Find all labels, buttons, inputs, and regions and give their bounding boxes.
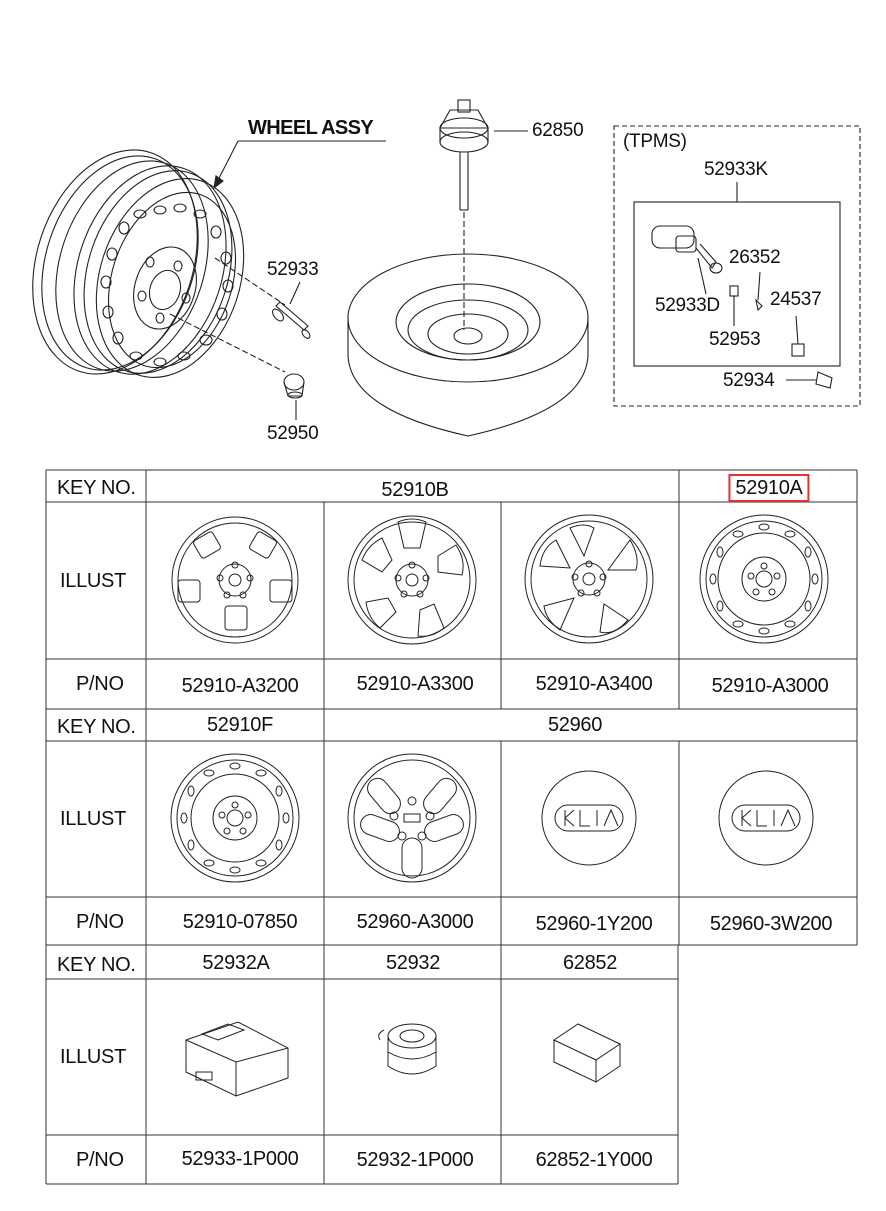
compressor-illust [378, 1023, 437, 1075]
block-62852-illust [552, 1023, 622, 1083]
section2-key-52960[interactable]: 52960 [547, 714, 603, 736]
steel-wheel-drawing [32, 149, 245, 378]
section1-illust-label: ILLUST [60, 570, 127, 592]
callout-26352[interactable]: 26352 [729, 247, 781, 268]
callout-24537[interactable]: 24537 [770, 289, 822, 310]
section2-key-52910f[interactable]: 52910F [206, 714, 274, 736]
tpms-kit-box [633, 201, 841, 367]
nut-24537-drawing [791, 343, 805, 357]
part-52910-a3400[interactable]: 52910-A3400 [535, 673, 653, 695]
tire-mobility-kit-illust [185, 1021, 289, 1097]
tpms-sensor-drawing [651, 225, 723, 295]
wheel-assembly-diagram [32, 99, 861, 437]
kia-emblem-1y200-illust [541, 770, 637, 866]
valve-core-drawing [729, 285, 739, 297]
callout-62850[interactable]: 62850 [532, 120, 584, 141]
steel-wheel-07850-illust [170, 753, 300, 883]
wheel-assy-title: WHEEL ASSY [248, 117, 374, 139]
valve-stem-drawing [272, 301, 311, 339]
part-52932-1p000[interactable]: 52932-1P000 [356, 1149, 474, 1171]
kia-emblem-3w200-illust [718, 770, 814, 866]
section3-key-52932[interactable]: 52932 [385, 952, 441, 974]
callout-52950[interactable]: 52950 [267, 423, 319, 444]
spare-tire-drawing [347, 253, 589, 437]
section1-key-52910a-highlighted[interactable]: 52910A [728, 474, 810, 502]
section2-key-label: KEY NO. [57, 716, 136, 738]
section3-pno-label: P/NO [76, 1149, 124, 1171]
part-52910-a3200[interactable]: 52910-A3200 [181, 675, 299, 697]
section3-illust-label: ILLUST [60, 1046, 127, 1068]
hold-down-bolt-drawing [439, 99, 489, 211]
part-52960-a3000[interactable]: 52960-A3000 [356, 911, 474, 933]
part-52960-3w200[interactable]: 52960-3W200 [709, 913, 833, 935]
section2-pno-label: P/NO [76, 911, 124, 933]
alloy-wheel-a3300-illust [347, 515, 477, 645]
section1-key-label: KEY NO. [57, 477, 136, 499]
section1-key-52910b[interactable]: 52910B [381, 479, 449, 501]
callout-52933k[interactable]: 52933K [704, 159, 768, 180]
callout-52953[interactable]: 52953 [709, 329, 761, 350]
grommet-drawing [755, 298, 763, 312]
section3-key-label: KEY NO. [57, 954, 136, 976]
valve-cap-drawing [815, 371, 833, 389]
callout-tpms: (TPMS) [623, 131, 687, 152]
section3-key-62852[interactable]: 62852 [562, 952, 618, 974]
part-52933-1p000[interactable]: 52933-1P000 [181, 1148, 299, 1170]
section2-illust-label: ILLUST [60, 808, 127, 830]
part-52910-07850[interactable]: 52910-07850 [182, 911, 298, 933]
tpms-group-box [613, 125, 861, 407]
part-52910-a3000[interactable]: 52910-A3000 [711, 675, 829, 697]
part-52910-a3300[interactable]: 52910-A3300 [356, 673, 474, 695]
wheel-cover-a3000-illust [347, 753, 477, 883]
part-52960-1y200[interactable]: 52960-1Y200 [535, 913, 653, 935]
steel-wheel-a3000-illust [699, 514, 829, 644]
callout-52934[interactable]: 52934 [723, 370, 775, 391]
section3-key-52932a[interactable]: 52932A [202, 952, 270, 974]
section1-pno-label: P/NO [76, 673, 124, 695]
callout-52933d[interactable]: 52933D [655, 295, 720, 316]
callout-52933[interactable]: 52933 [267, 259, 319, 280]
alloy-wheel-a3200-illust [171, 516, 299, 644]
alloy-wheel-a3400-illust [524, 514, 654, 644]
part-62852-1y000[interactable]: 62852-1Y000 [535, 1149, 653, 1171]
lug-nut-drawing [283, 373, 305, 399]
